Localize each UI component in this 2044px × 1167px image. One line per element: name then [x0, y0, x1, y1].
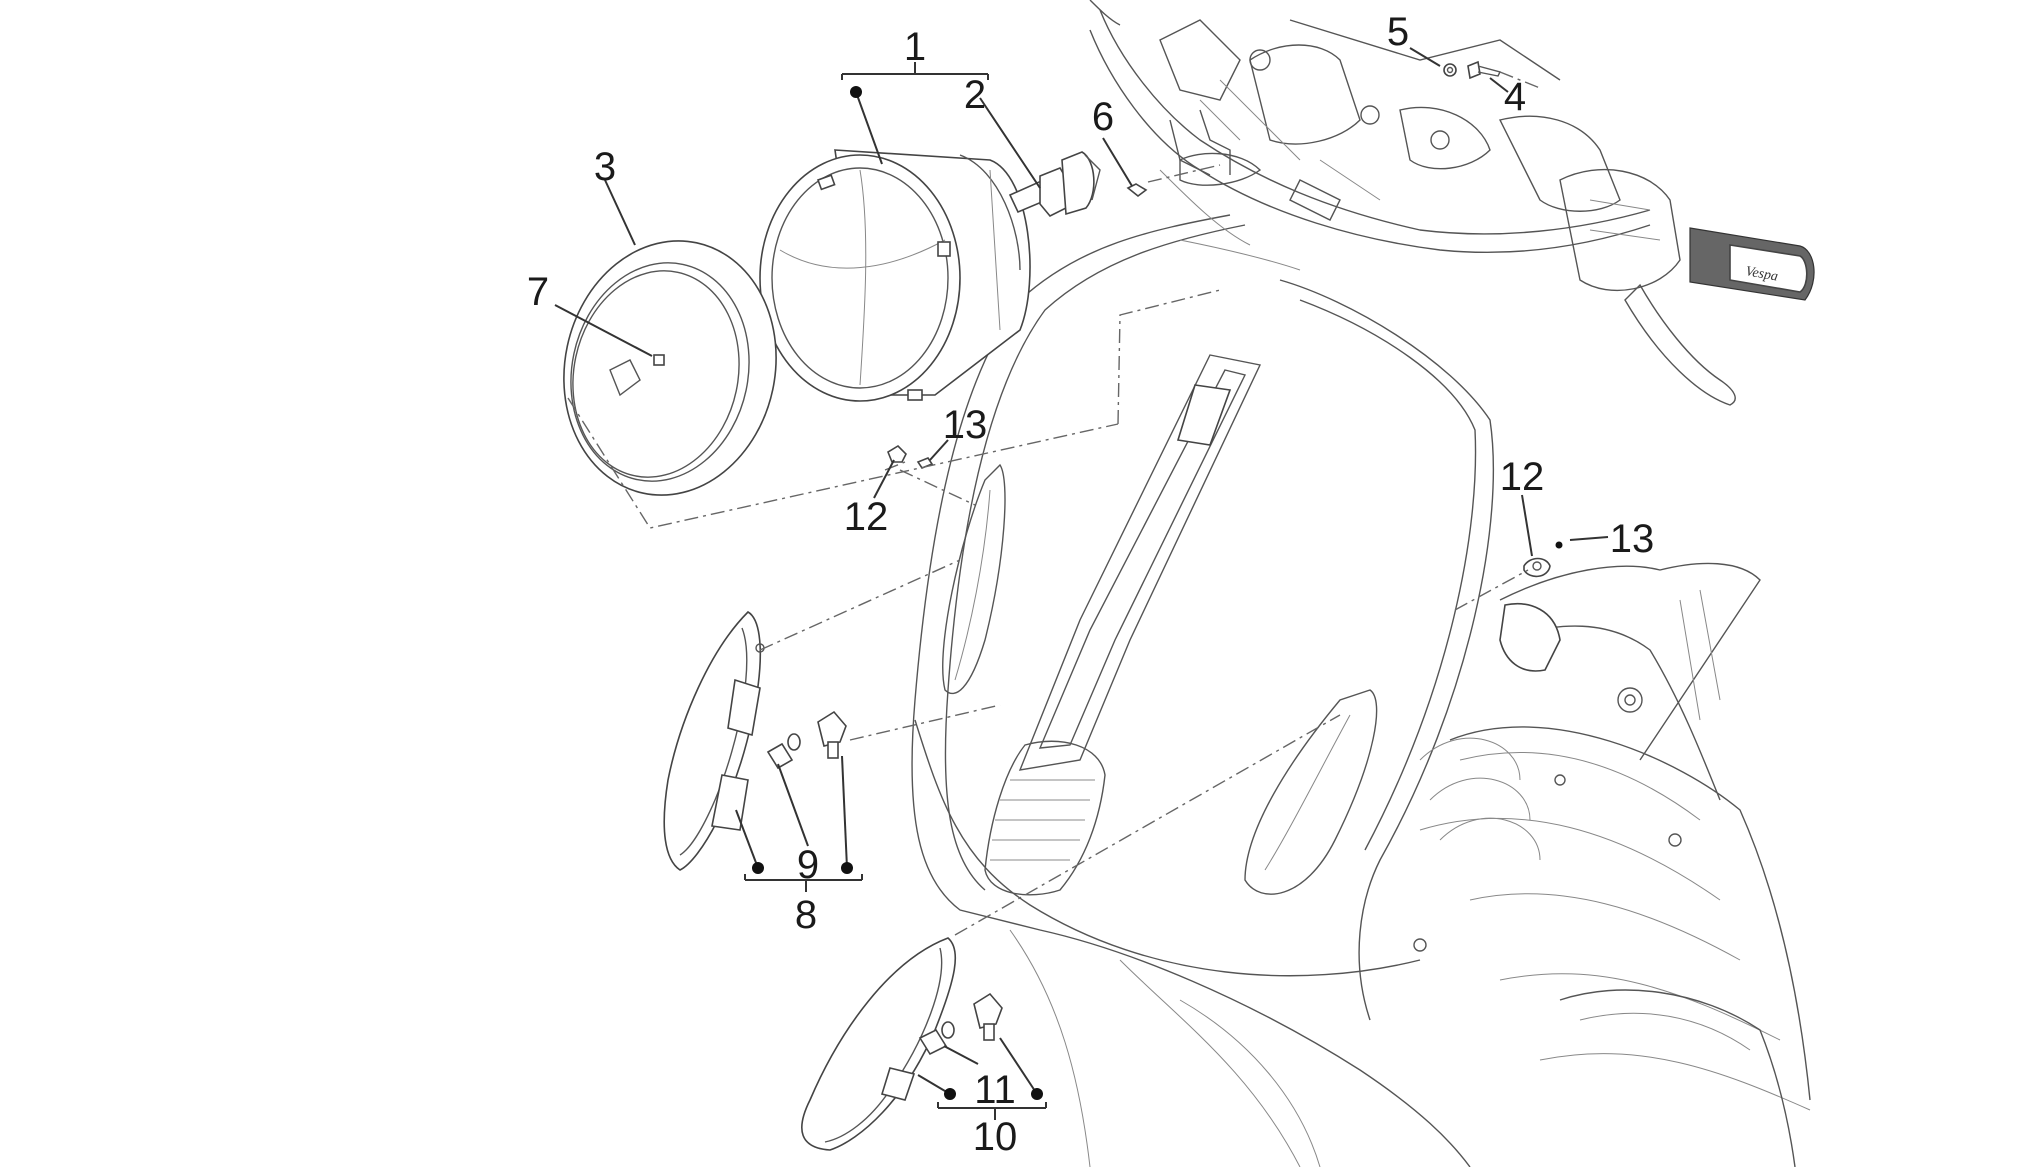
headlamp-lens	[759, 154, 961, 402]
screw-right	[1555, 541, 1563, 549]
callout-9: 9	[797, 843, 819, 887]
callout-13-right: 13	[1610, 517, 1655, 561]
trim-ring-clip	[653, 354, 665, 366]
indicator-right	[801, 937, 957, 1151]
callout-8: 8	[795, 893, 817, 937]
callout-6: 6	[1092, 95, 1114, 139]
headlamp-unit	[759, 149, 1031, 402]
callout-3: 3	[594, 145, 616, 189]
callout-10: 10	[973, 1115, 1018, 1159]
scooter-front-shield	[911, 214, 1811, 1167]
clip-nut-right	[1523, 557, 1551, 578]
callout-4: 4	[1504, 75, 1526, 119]
indicator-left-socket	[817, 710, 847, 759]
indicator-left	[663, 611, 765, 871]
callout-1: 1	[904, 25, 926, 69]
reference-dots	[752, 86, 1043, 1100]
headlamp-trim-ring	[563, 240, 777, 496]
leader-lines	[554, 47, 1609, 1120]
headlamp-bulb	[1008, 151, 1101, 217]
callout-12-right: 12	[1500, 455, 1545, 499]
screw-and-washer	[1443, 60, 1502, 80]
assembly-guide-lines	[567, 71, 1541, 936]
indicator-left-bulb	[766, 733, 801, 770]
callout-13-left: 13	[943, 403, 988, 447]
callout-7: 7	[527, 270, 549, 314]
callout-11: 11	[974, 1068, 1016, 1112]
callout-5: 5	[1387, 10, 1409, 54]
grip-lettering: Vespa	[1744, 264, 1779, 284]
clip-nut-left	[887, 444, 907, 463]
bulb-clip	[1126, 183, 1148, 198]
callout-2: 2	[964, 73, 986, 117]
indicator-right-socket	[973, 992, 1003, 1041]
handlebar-assembly: Vespa	[1089, 0, 1815, 406]
callout-numbers: 1 2 3 4 5 6 7 8 9 10 11 12 13 12 13	[527, 10, 1654, 1159]
screw-left	[916, 457, 934, 469]
callout-12-left: 12	[844, 495, 889, 539]
